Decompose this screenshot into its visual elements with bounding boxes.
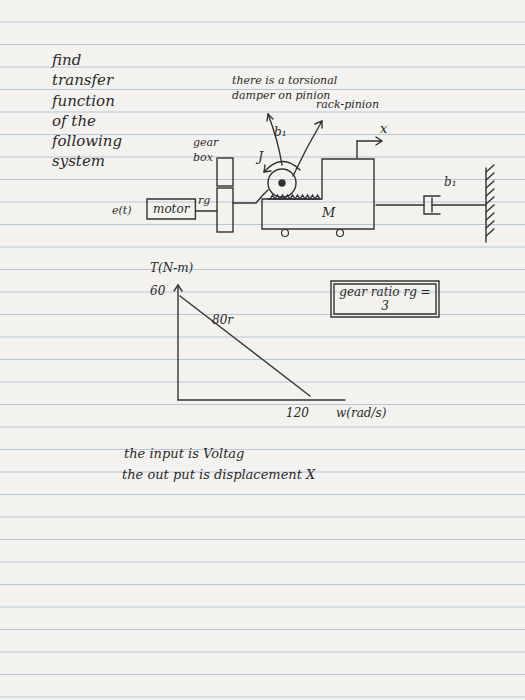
handwritten-label: find transfer function of the following … — [52, 50, 126, 172]
axis — [177, 285, 178, 400]
handwritten-label: 80r — [212, 312, 233, 328]
handwritten-label: the input is Voltag — [124, 445, 244, 463]
handwritten-label: rack-pinion — [316, 98, 379, 113]
handwritten-label: e(t) — [112, 204, 132, 219]
mass-block-outline — [260, 157, 376, 237]
motor-box: motor — [146, 198, 196, 220]
handwritten-label: J — [258, 148, 263, 166]
axis — [178, 399, 345, 400]
torque-speed-line — [180, 296, 310, 396]
node-text: M — [322, 205, 376, 220]
handwritten-label: gear box — [193, 136, 233, 166]
handwritten-label: rg — [198, 194, 210, 209]
mechanism-drawing — [174, 114, 494, 400]
handwritten-label: T(N-m) — [150, 260, 193, 276]
node-text: gear ratio rg = 3 — [338, 285, 432, 313]
handwritten-label: 60 — [150, 283, 165, 299]
handwritten-label: b₁ — [274, 124, 287, 140]
handwritten-label: w(rad/s) — [336, 405, 386, 421]
handwritten-label: b₁ — [444, 174, 457, 190]
gear — [217, 158, 233, 186]
pinion — [268, 169, 296, 197]
gear — [217, 188, 233, 232]
handwritten-label: x — [380, 120, 387, 138]
handwritten-label: 120 — [286, 405, 309, 421]
node-text: motor — [153, 202, 189, 216]
handwritten-label: the out put is displacement X — [122, 466, 315, 484]
mass-block: M — [260, 157, 376, 237]
gear-ratio-box: gear ratio rg = 3 — [330, 280, 440, 318]
